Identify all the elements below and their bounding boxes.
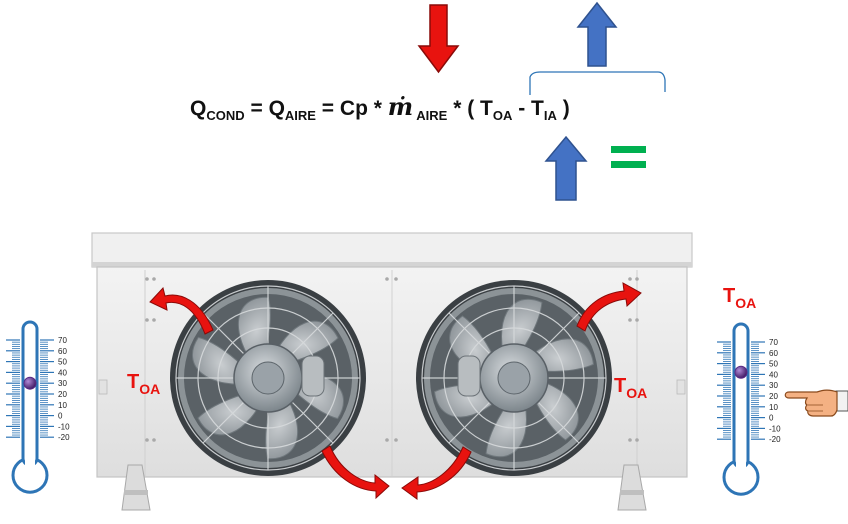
green-equals-icon: [611, 146, 646, 168]
close-paren: ): [557, 97, 570, 120]
condenser-equation: QCOND = QAIRE = Cp * ṁ AIRE * ( TOA - TI…: [190, 71, 666, 123]
thermometer-left-scale-label: 10: [58, 401, 67, 410]
curved-airflow-arrow-icon: [149, 282, 642, 500]
thermometer-left-scale-label: 60: [58, 347, 67, 356]
pointing-hand-icon: [784, 389, 848, 417]
t-oa-label-left: TOA: [127, 371, 160, 397]
cp-term: = Cp *: [316, 97, 388, 120]
q-aire-symbol: Q: [269, 97, 285, 120]
thermometer-left-scale-label: 40: [58, 368, 67, 377]
mounting-foot: [617, 464, 647, 511]
thermometer-right-scale-label: 20: [769, 392, 778, 401]
t-oa-label-right-sub: OA: [735, 295, 756, 311]
thermometer-left-scale-label: 0: [58, 412, 63, 421]
t-oa-subscript: OA: [493, 108, 513, 123]
cabinet-lid: [91, 232, 693, 268]
temperature-bracket: [529, 71, 666, 95]
minus-operator: -: [512, 97, 531, 120]
mass-flow-symbol: ṁ: [388, 92, 413, 121]
thermometer-left-scale-label: 70: [58, 336, 67, 345]
q-aire-subscript: AIRE: [285, 108, 316, 123]
blue-up-arrow-icon: [576, 1, 618, 67]
thermometer-left-tube: [21, 320, 39, 467]
fan-icon: [416, 280, 612, 476]
fan-icon: [170, 280, 366, 476]
thermometer-left-scale-label: 30: [58, 379, 67, 388]
equals-1: =: [245, 97, 269, 120]
mass-flow-subscript: AIRE: [413, 108, 448, 123]
svg-text:QCOND = QAIRE = Cp * ṁ AIRE *: QCOND = QAIRE = Cp * ṁ AIRE * ( TOA - TI…: [190, 92, 570, 123]
t-oa-label-center-main: T: [614, 375, 626, 397]
q-cond-subscript: COND: [206, 108, 244, 123]
open-paren: (: [467, 97, 480, 120]
t-oa-label-right: TOA: [723, 285, 756, 311]
thermometer-right-scale-label: -20: [769, 435, 781, 444]
thermometer-left-scale-label: 20: [58, 390, 67, 399]
times-operator: *: [447, 97, 467, 120]
t-oa-label-center: TOA: [614, 375, 647, 401]
thermometer-right-scale-label: 70: [769, 338, 778, 347]
blue-up-arrow-icon: [544, 135, 588, 201]
thermometer-right-scale-label: -10: [769, 424, 781, 433]
t-ia-subscript: IA: [544, 108, 558, 123]
thermometer-left-scale-label: -10: [58, 422, 70, 431]
t-oa-symbol: T: [480, 97, 493, 120]
t-oa-label-center-sub: OA: [626, 385, 647, 401]
q-cond-symbol: Q: [190, 97, 206, 120]
thermometer-right-scale-label: 0: [769, 414, 774, 423]
thermometer-left-neck: [25, 457, 35, 472]
t-oa-label-right-main: T: [723, 285, 735, 307]
mounting-foot: [121, 464, 151, 511]
thermometer-right-scale-label: 60: [769, 349, 778, 358]
t-oa-label-left-sub: OA: [139, 381, 160, 397]
thermometer-right-level-indicator: [734, 365, 748, 379]
thermometer-right-scale-label: 50: [769, 360, 778, 369]
t-ia-symbol: T: [531, 97, 544, 120]
thermometer-left-scale-label: -20: [58, 433, 70, 442]
thermometer-right-scale-label: 40: [769, 370, 778, 379]
thermometer-right-scale-label: 30: [769, 381, 778, 390]
red-down-arrow-icon: [417, 4, 460, 74]
thermometer-right-tube: [732, 322, 750, 469]
thermometer-right-neck: [736, 459, 746, 474]
thermometer-left-level-indicator: [23, 376, 37, 390]
thermometer-right-scale-label: 10: [769, 403, 778, 412]
t-oa-label-left-main: T: [127, 371, 139, 393]
thermometer-left-scale-label: 50: [58, 358, 67, 367]
